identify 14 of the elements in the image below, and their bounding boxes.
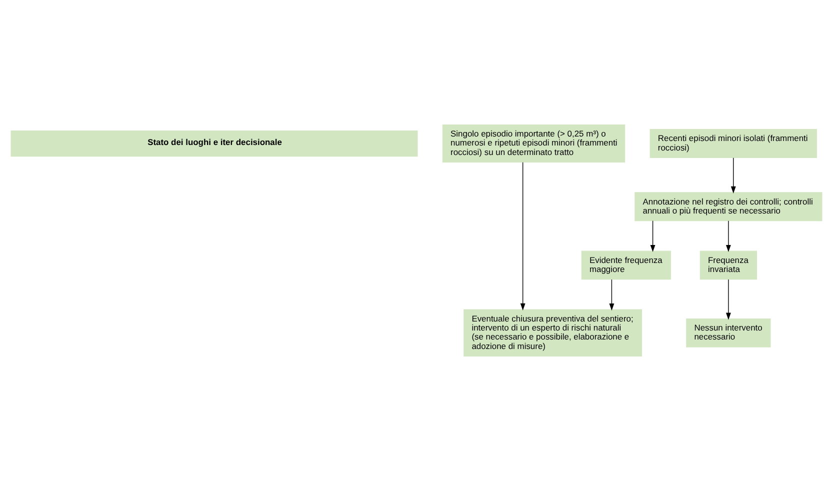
arrow — [726, 220, 731, 252]
arrow — [730, 157, 736, 194]
node-box: Singolo episodio importante (> 0,25 m³) o numerosi e ripetuti episodi minori (frammenti rocciosi) su un determinato tratto — [442, 124, 626, 163]
node-box: Eventuale chiusura preventiva del sentiero; intervento di un esperto di rischi naturali (se necessario e possibile, elaborazione e adozione di misure) — [464, 309, 642, 357]
node-box: Stato dei luoghi e iter decisionale — [10, 130, 418, 157]
node-box: Nessun intervento necessario — [686, 318, 771, 348]
node-box: Frequenza invariata — [700, 250, 758, 280]
arrow — [650, 220, 656, 252]
node-box: Evidente frequenza maggiore — [581, 250, 671, 280]
arrow — [520, 162, 526, 310]
arrow — [609, 279, 614, 311]
node-box: Annotazione nel registro dei controlli; controlli annuali o più frequenti se necessario — [634, 192, 822, 222]
node-box: Recenti episodi minori isolati (frammenti rocciosi) — [650, 129, 817, 158]
arrow — [726, 279, 731, 320]
